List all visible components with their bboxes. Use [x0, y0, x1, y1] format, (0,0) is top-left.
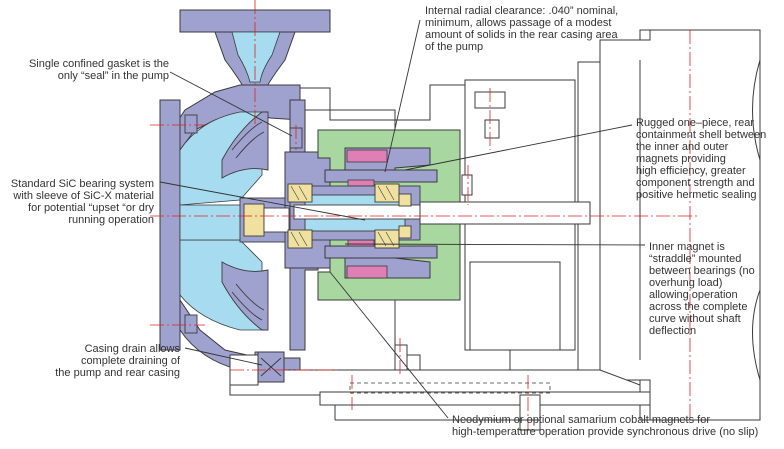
leader-bearing — [159, 181, 366, 221]
centerlines — [150, 0, 700, 430]
leader-clearance — [384, 19, 421, 173]
callout-single-confined-gasket: Single confined gasket is the only “seal… — [28, 58, 169, 82]
sic-bearings — [287, 183, 412, 249]
callout-sic-bearing-system: Standard SiC bearing system with sleeve … — [10, 178, 154, 226]
leader-inner-magnet — [344, 243, 646, 246]
leader-gasket — [169, 71, 293, 137]
bearing-hatching — [290, 185, 395, 247]
casing-drain — [229, 351, 285, 386]
callout-neodymium-magnets: Neodymium or optional samarium cobalt ma… — [452, 414, 759, 438]
callout-casing-drain: Casing drain allows complete draining of… — [55, 343, 180, 379]
leader-lines — [159, 19, 646, 419]
base-plate — [229, 369, 651, 431]
callout-internal-radial-clearance: Internal radial clearance: .040” nominal… — [425, 5, 619, 53]
callout-inner-magnet-straddle: Inner magnet is “straddle” mounted betwe… — [649, 241, 755, 337]
drive-shaft — [419, 201, 591, 225]
impeller-hub — [243, 203, 290, 237]
callout-rear-containment-shell: Rugged one–piece, rear containment shell… — [636, 117, 767, 201]
leader-magnets — [329, 271, 449, 419]
magnets — [346, 149, 388, 279]
leader-shell — [404, 124, 633, 171]
motor-adapter — [599, 29, 761, 421]
leader-drain — [184, 347, 263, 366]
